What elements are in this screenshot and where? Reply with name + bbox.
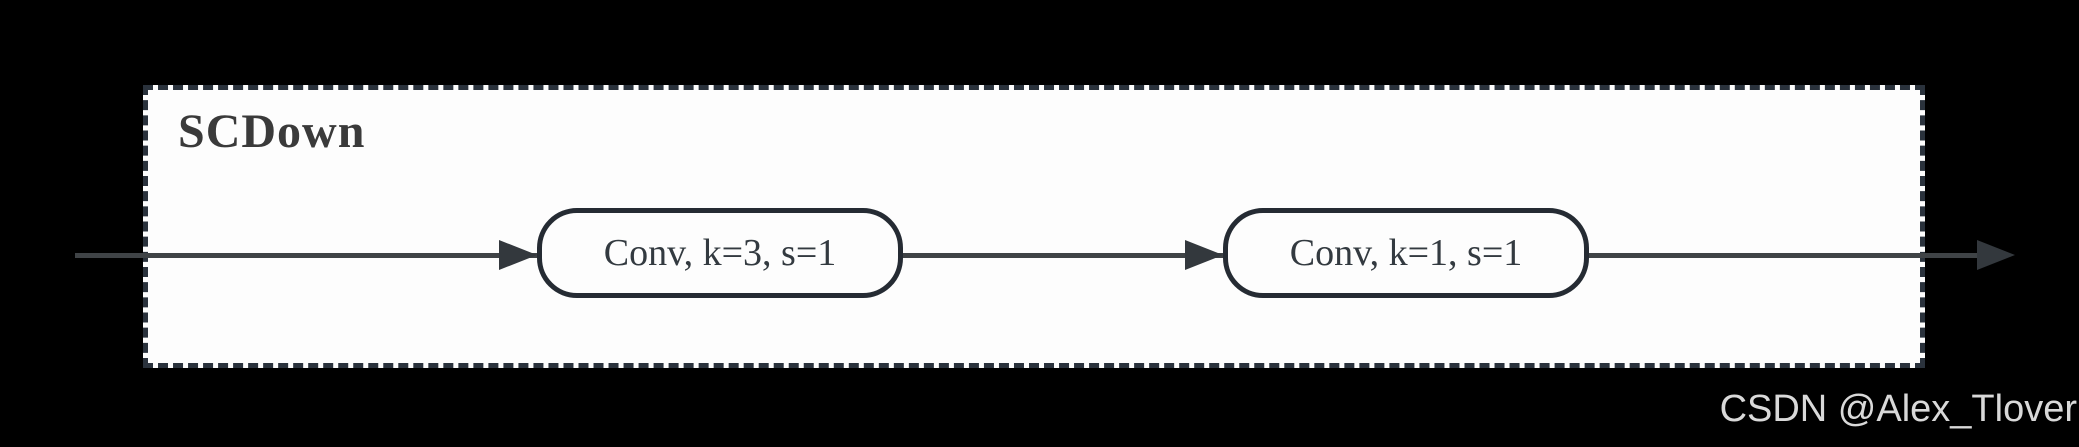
conv-node-k3s1-label: Conv, k=3, s=1 [603, 232, 837, 274]
module-title: SCDown [178, 105, 366, 158]
conv-node-k3s1: Conv, k=3, s=1 [537, 208, 903, 298]
conv-node-k1s1-label: Conv, k=1, s=1 [1289, 232, 1523, 274]
conv-node-k1s1: Conv, k=1, s=1 [1223, 208, 1589, 298]
arrowhead-icon [1185, 240, 1223, 270]
flow-arrow-line [75, 253, 1977, 258]
arrowhead-icon [499, 240, 537, 270]
arrowhead-icon [1977, 240, 2015, 270]
watermark-text: CSDN @Alex_Tlover [1719, 388, 2077, 430]
scdown-module-panel: SCDown [143, 85, 1925, 368]
